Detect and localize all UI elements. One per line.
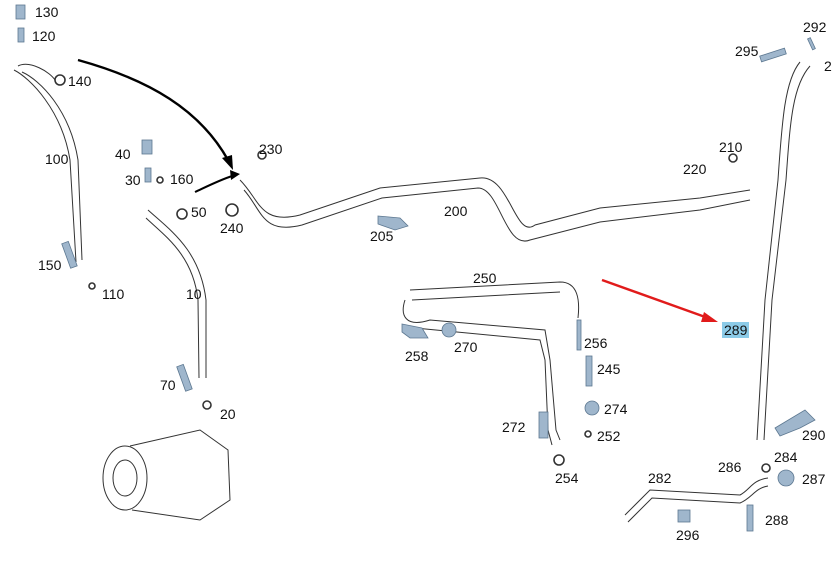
hose-282 bbox=[624, 477, 769, 523]
black-arrow-1 bbox=[77, 58, 230, 161]
ring-254 bbox=[553, 454, 565, 466]
label-254[interactable]: 254 bbox=[555, 470, 579, 486]
clip-290 bbox=[774, 409, 816, 437]
bolt-245 bbox=[585, 355, 593, 387]
label-296[interactable]: 296 bbox=[676, 527, 700, 543]
label-50[interactable]: 50 bbox=[191, 204, 207, 220]
label-272[interactable]: 272 bbox=[502, 419, 526, 435]
part-292 bbox=[807, 37, 816, 51]
bolt-150 bbox=[61, 240, 78, 269]
part-270 bbox=[441, 322, 457, 338]
arrows bbox=[77, 58, 718, 322]
label-289-highlighted[interactable]: 289 bbox=[722, 322, 750, 338]
label-270[interactable]: 270 bbox=[454, 339, 478, 355]
label-210[interactable]: 210 bbox=[719, 139, 743, 155]
label-284[interactable]: 284 bbox=[774, 449, 798, 465]
part-256 bbox=[576, 319, 582, 351]
label-110[interactable]: 110 bbox=[102, 286, 125, 302]
clip-258 bbox=[401, 323, 429, 339]
label-286[interactable]: 286 bbox=[718, 459, 742, 475]
label-288[interactable]: 288 bbox=[765, 512, 789, 528]
label-70[interactable]: 70 bbox=[160, 377, 176, 393]
part-240 bbox=[225, 203, 239, 217]
clip-205 bbox=[377, 215, 409, 231]
label-30[interactable]: 30 bbox=[125, 172, 141, 188]
label-287[interactable]: 287 bbox=[802, 471, 826, 487]
bolt-70 bbox=[176, 363, 193, 392]
plug-287 bbox=[777, 469, 795, 487]
part-120 bbox=[17, 27, 25, 43]
washer-274 bbox=[584, 400, 600, 416]
label-140[interactable]: 140 bbox=[68, 73, 92, 89]
label-245[interactable]: 245 bbox=[597, 361, 621, 377]
bolt-295 bbox=[759, 47, 787, 63]
label-150[interactable]: 150 bbox=[38, 257, 62, 273]
label-130[interactable]: 130 bbox=[35, 4, 59, 20]
compressor bbox=[102, 429, 231, 521]
hose-250 bbox=[402, 281, 580, 446]
label-252[interactable]: 252 bbox=[597, 428, 621, 444]
label-205[interactable]: 205 bbox=[370, 228, 394, 244]
hose-200 bbox=[239, 177, 751, 242]
bolt-288 bbox=[746, 504, 754, 532]
ring-110 bbox=[88, 282, 96, 290]
ring-140 bbox=[54, 74, 66, 86]
hose-289 bbox=[756, 61, 811, 441]
label-40[interactable]: 40 bbox=[115, 146, 131, 162]
ring-252 bbox=[584, 430, 592, 438]
label-292[interactable]: 292 bbox=[803, 19, 827, 35]
label-100[interactable]: 100 bbox=[45, 151, 69, 167]
label-240[interactable]: 240 bbox=[220, 220, 244, 236]
ring-160 bbox=[156, 176, 164, 184]
label-230[interactable]: 230 bbox=[259, 141, 283, 157]
label-160[interactable]: 160 bbox=[170, 171, 194, 187]
label-220[interactable]: 220 bbox=[683, 161, 707, 177]
ring-210 bbox=[728, 153, 738, 163]
label-274[interactable]: 274 bbox=[604, 401, 628, 417]
part-130 bbox=[15, 4, 26, 20]
label-10[interactable]: 10 bbox=[186, 286, 202, 302]
label-282[interactable]: 282 bbox=[648, 470, 672, 486]
label-200[interactable]: 200 bbox=[444, 203, 468, 219]
black-arrow-2 bbox=[194, 175, 233, 193]
part-30 bbox=[144, 167, 152, 183]
bolt-272 bbox=[538, 411, 549, 439]
ring-284 bbox=[761, 463, 771, 473]
label-20[interactable]: 20 bbox=[220, 406, 236, 422]
label-256[interactable]: 256 bbox=[584, 335, 608, 351]
ring-50 bbox=[176, 208, 188, 220]
small-parts bbox=[15, 4, 816, 532]
label-250[interactable]: 250 bbox=[473, 270, 497, 286]
hose-10 bbox=[145, 209, 207, 379]
part-40 bbox=[141, 139, 153, 155]
label-290[interactable]: 290 bbox=[802, 427, 826, 443]
red-arrow bbox=[601, 278, 709, 320]
ring-20 bbox=[202, 400, 212, 410]
plug-296 bbox=[677, 509, 691, 523]
label-120[interactable]: 120 bbox=[32, 28, 56, 44]
part-230 bbox=[257, 150, 267, 160]
label-258[interactable]: 258 bbox=[405, 348, 429, 364]
hose-100 bbox=[13, 64, 83, 263]
label-295[interactable]: 295 bbox=[735, 43, 759, 59]
label-29x[interactable]: 2 bbox=[824, 58, 832, 74]
